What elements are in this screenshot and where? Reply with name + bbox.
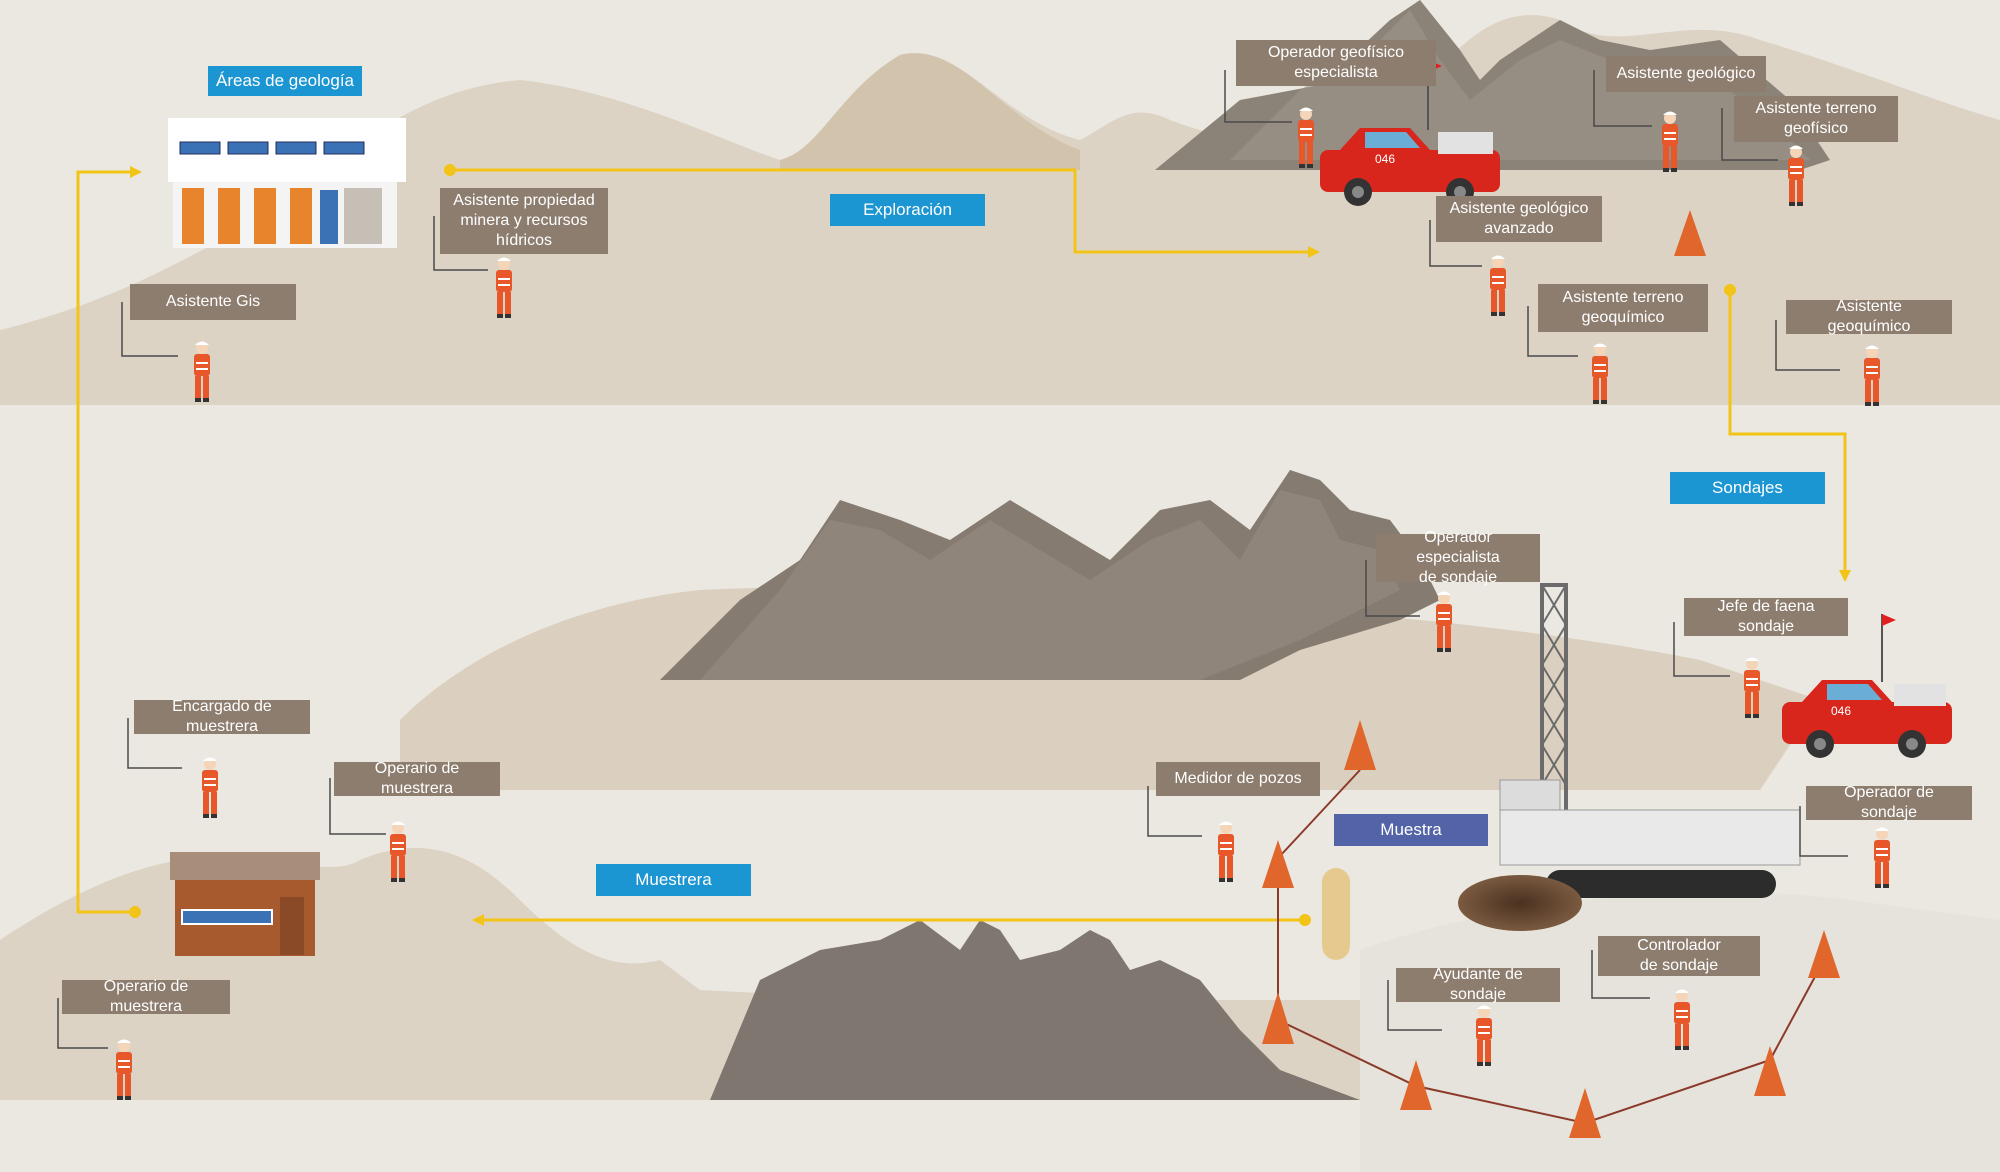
stage-label-sondajes: Sondajes <box>1670 472 1825 504</box>
building-window-4 <box>323 141 365 155</box>
geology-building <box>168 118 406 248</box>
role-operador-especialista-sondaje: Operador especialista de sondaje <box>1376 529 1540 586</box>
building-column-1 <box>182 188 204 244</box>
flow-geologia-exploracion <box>450 168 1320 258</box>
stage-label-exploracion: Exploración <box>830 194 985 226</box>
mountain-upper-left <box>780 53 1080 170</box>
drill-tracks <box>1546 870 1776 898</box>
mountain-middle-shade <box>700 490 1400 680</box>
worker-figure <box>1592 343 1608 404</box>
pickup-truck-bottom <box>1782 614 1952 758</box>
drill-rig <box>1458 583 1801 931</box>
worker-figure <box>194 341 210 402</box>
cones <box>1262 210 1840 1138</box>
role-asistente-terreno-geofisico: Asistente terreno geofísico <box>1734 96 1898 142</box>
worker-figure <box>1476 1005 1492 1066</box>
role-ayudante-sondaje: Ayudante de sondaje <box>1396 966 1560 1003</box>
building-door <box>320 190 338 244</box>
worker-figure <box>1298 107 1314 168</box>
building-window-3 <box>275 141 317 155</box>
worker-figure <box>390 821 406 882</box>
worker-figure <box>1874 827 1890 888</box>
role-asistente-geoquimico: Asistente geoquímico <box>1786 298 1952 335</box>
role-asistente-geologico-avanzado: Asistente geológico avanzado <box>1436 196 1602 242</box>
building-window-1 <box>179 141 221 155</box>
flow-start-dot-geologia <box>444 164 456 176</box>
worker-figure <box>1662 111 1678 172</box>
sample-cylinder <box>1322 868 1350 960</box>
truck-number-top: 046 <box>1374 152 1396 166</box>
role-operador-geofisico: Operador geofísico especialista <box>1236 40 1436 86</box>
role-operario-muestrera-2: Operario de muestrera <box>62 978 230 1015</box>
stage-label-muestra: Muestra <box>1334 814 1488 846</box>
flow-muestrera-geologia <box>76 166 142 914</box>
stage-label-muestrera: Muestrera <box>596 864 751 896</box>
role-asistente-gis: Asistente Gis <box>130 284 296 320</box>
building-column-2 <box>218 188 240 244</box>
worker-figure <box>1744 657 1760 718</box>
flow-start-dot-muestrera <box>129 906 141 918</box>
building-window-2 <box>227 141 269 155</box>
worker-figure <box>116 1039 132 1100</box>
role-operario-muestrera-1: Operario de muestrera <box>334 760 500 797</box>
worker-figure <box>1436 591 1452 652</box>
shack-window <box>181 909 273 925</box>
worker-figure <box>202 757 218 818</box>
worker-figure <box>1864 345 1880 406</box>
building-column-4 <box>290 188 312 244</box>
workers <box>116 107 1890 1100</box>
role-encargado-muestrera: Encargado de muestrera <box>134 698 310 735</box>
truck-number-bottom: 046 <box>1830 704 1852 718</box>
shack-door <box>280 897 304 955</box>
leader-lines <box>57 70 1848 1049</box>
worker-figure <box>1218 821 1234 882</box>
shack-roof <box>170 852 320 880</box>
flow-start-dot-sample <box>1299 914 1311 926</box>
role-asistente-terreno-geoquimico: Asistente terreno geoquímico <box>1538 284 1708 332</box>
worker-figure <box>1490 255 1506 316</box>
role-jefe-faena: Jefe de faena sondaje <box>1684 598 1848 636</box>
drill-pit <box>1458 875 1582 931</box>
role-asistente-geologico: Asistente geológico <box>1606 56 1766 92</box>
worker-figure <box>496 257 512 318</box>
building-column-3 <box>254 188 276 244</box>
flow-path <box>76 166 1851 926</box>
building-stairs <box>344 188 382 244</box>
stage-label-geologia: Áreas de geología <box>208 66 362 96</box>
flow-exploracion-sondajes <box>1728 292 1851 582</box>
sample-shack <box>170 852 320 956</box>
role-medidor-pozos: Medidor de pozos <box>1156 762 1320 796</box>
flow-start-dot-sondajes <box>1724 284 1736 296</box>
worker-figure <box>1788 145 1804 206</box>
role-controlador-sondaje: Controlador de sondaje <box>1598 936 1760 976</box>
role-operador-sondaje: Operador de sondaje <box>1806 784 1972 821</box>
role-asistente-propiedad: Asistente propiedad minera y recursos hí… <box>440 188 608 254</box>
worker-figure <box>1674 989 1690 1050</box>
mountain-lower <box>710 920 1360 1100</box>
drill-body <box>1499 809 1801 866</box>
